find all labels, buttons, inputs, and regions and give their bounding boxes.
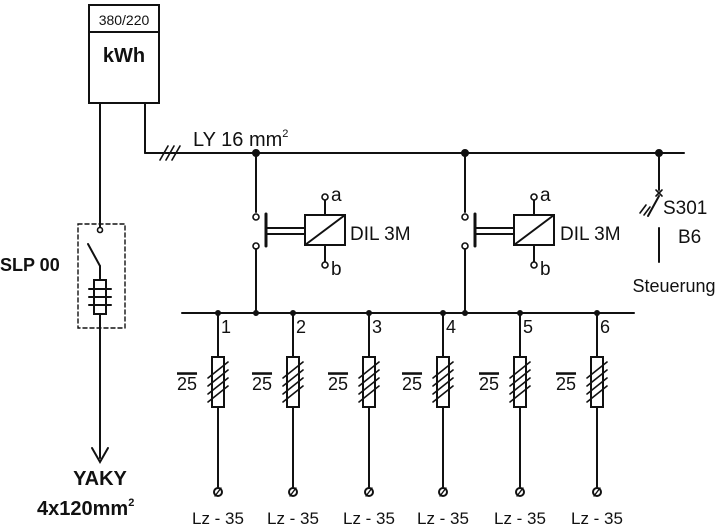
output-branch-4 — [432, 312, 454, 497]
fuse-hatch — [509, 377, 531, 395]
fuse-hatch — [358, 385, 380, 403]
meter-voltage-label: 380/220 — [99, 12, 150, 28]
output-cable: Lz - 35 — [571, 509, 623, 528]
contactor-1-coil-a: a — [331, 185, 342, 206]
fuse-hatch — [432, 385, 454, 403]
output-cable: Lz - 35 — [494, 509, 546, 528]
fuse-switch-label: SLP 00 — [0, 255, 60, 275]
contactor-2-label: DIL 3M — [560, 224, 621, 245]
control-breaker-rating: B6 — [678, 227, 701, 248]
terminal-slash — [439, 487, 447, 497]
output-number: 4 — [446, 317, 456, 337]
fuse-hatch — [432, 369, 454, 387]
fuse-hatch — [358, 377, 380, 395]
fuse-hatch — [282, 385, 304, 403]
fuse-hatch — [509, 361, 531, 379]
contactor-2 — [461, 149, 555, 314]
output-branches: 1 25 Lz - 35 2 25 Lz - 35 3 25 Lz - 35 4 25 Lz - 35… — [177, 312, 623, 528]
fuse-hatch — [586, 369, 608, 387]
supply-arrow-icon — [91, 447, 109, 465]
supply-cable-size-label: 4x120mm2 — [37, 497, 134, 520]
output-number: 6 — [600, 317, 610, 337]
supply-cable-size-text: 4x120mm — [37, 498, 128, 520]
terminal-slash — [516, 487, 524, 497]
contactor-1 — [252, 149, 346, 314]
output-rating: 25 — [556, 374, 576, 394]
contactor-2-coil-b: b — [540, 259, 551, 280]
output-number: 3 — [372, 317, 382, 337]
fuse-hatch — [282, 361, 304, 379]
fuse-hatch — [358, 369, 380, 387]
control-breaker-function: Steuerung — [632, 276, 715, 296]
output-rating: 25 — [177, 374, 197, 394]
fuse-hatch — [509, 385, 531, 403]
fuse-hatch — [586, 377, 608, 395]
main-cable-label-sup: 2 — [282, 128, 288, 140]
meter-unit-label: kWh — [103, 45, 145, 67]
fuse-hatch — [432, 377, 454, 395]
energy-meter — [88, 4, 160, 104]
fuse-hatch — [207, 361, 229, 379]
contactor-1-coil-b: b — [331, 259, 342, 280]
fuse-switch — [77, 217, 126, 331]
control-breaker-name: S301 — [663, 198, 707, 219]
output-rating: 25 — [328, 374, 348, 394]
output-branch-3 — [358, 312, 380, 497]
fuse-hatch — [207, 377, 229, 395]
supply-cable-type-label: YAKY — [73, 468, 127, 490]
output-number: 1 — [221, 317, 231, 337]
output-cable: Lz - 35 — [267, 509, 319, 528]
cable-tick-marks — [159, 145, 181, 161]
main-cable-label: LY 16 mm2 — [193, 128, 288, 151]
fuse-hatch — [207, 385, 229, 403]
output-number: 2 — [296, 317, 306, 337]
supply-cable-size-sup: 2 — [128, 497, 134, 509]
fuse-hatch — [432, 361, 454, 379]
control-breaker — [639, 149, 663, 263]
bus-junctions — [215, 310, 600, 316]
fuse-hatch — [586, 361, 608, 379]
fuse-hatch — [282, 369, 304, 387]
contactor-2-coil-a: a — [540, 185, 551, 206]
terminal-slash — [214, 487, 222, 497]
fuse-hatch — [586, 385, 608, 403]
output-cable: Lz - 35 — [343, 509, 395, 528]
output-cable: Lz - 35 — [417, 509, 469, 528]
output-branch-5 — [509, 312, 531, 497]
terminal-slash — [365, 487, 373, 497]
output-rating: 25 — [252, 374, 272, 394]
output-branch-6 — [586, 312, 608, 497]
terminal-slash — [593, 487, 601, 497]
fuse-hatch — [207, 369, 229, 387]
output-cable: Lz - 35 — [192, 509, 244, 528]
main-cable-label-text: LY 16 mm — [193, 129, 282, 151]
output-rating: 25 — [479, 374, 499, 394]
fuse-hatch — [358, 361, 380, 379]
output-rating: 25 — [402, 374, 422, 394]
output-branch-2 — [282, 312, 304, 497]
contactor-1-label: DIL 3M — [350, 224, 411, 245]
output-branch-1 — [207, 312, 229, 497]
terminal-slash — [289, 487, 297, 497]
fuse-hatch — [282, 377, 304, 395]
output-number: 5 — [523, 317, 533, 337]
fuse-hatch — [509, 369, 531, 387]
